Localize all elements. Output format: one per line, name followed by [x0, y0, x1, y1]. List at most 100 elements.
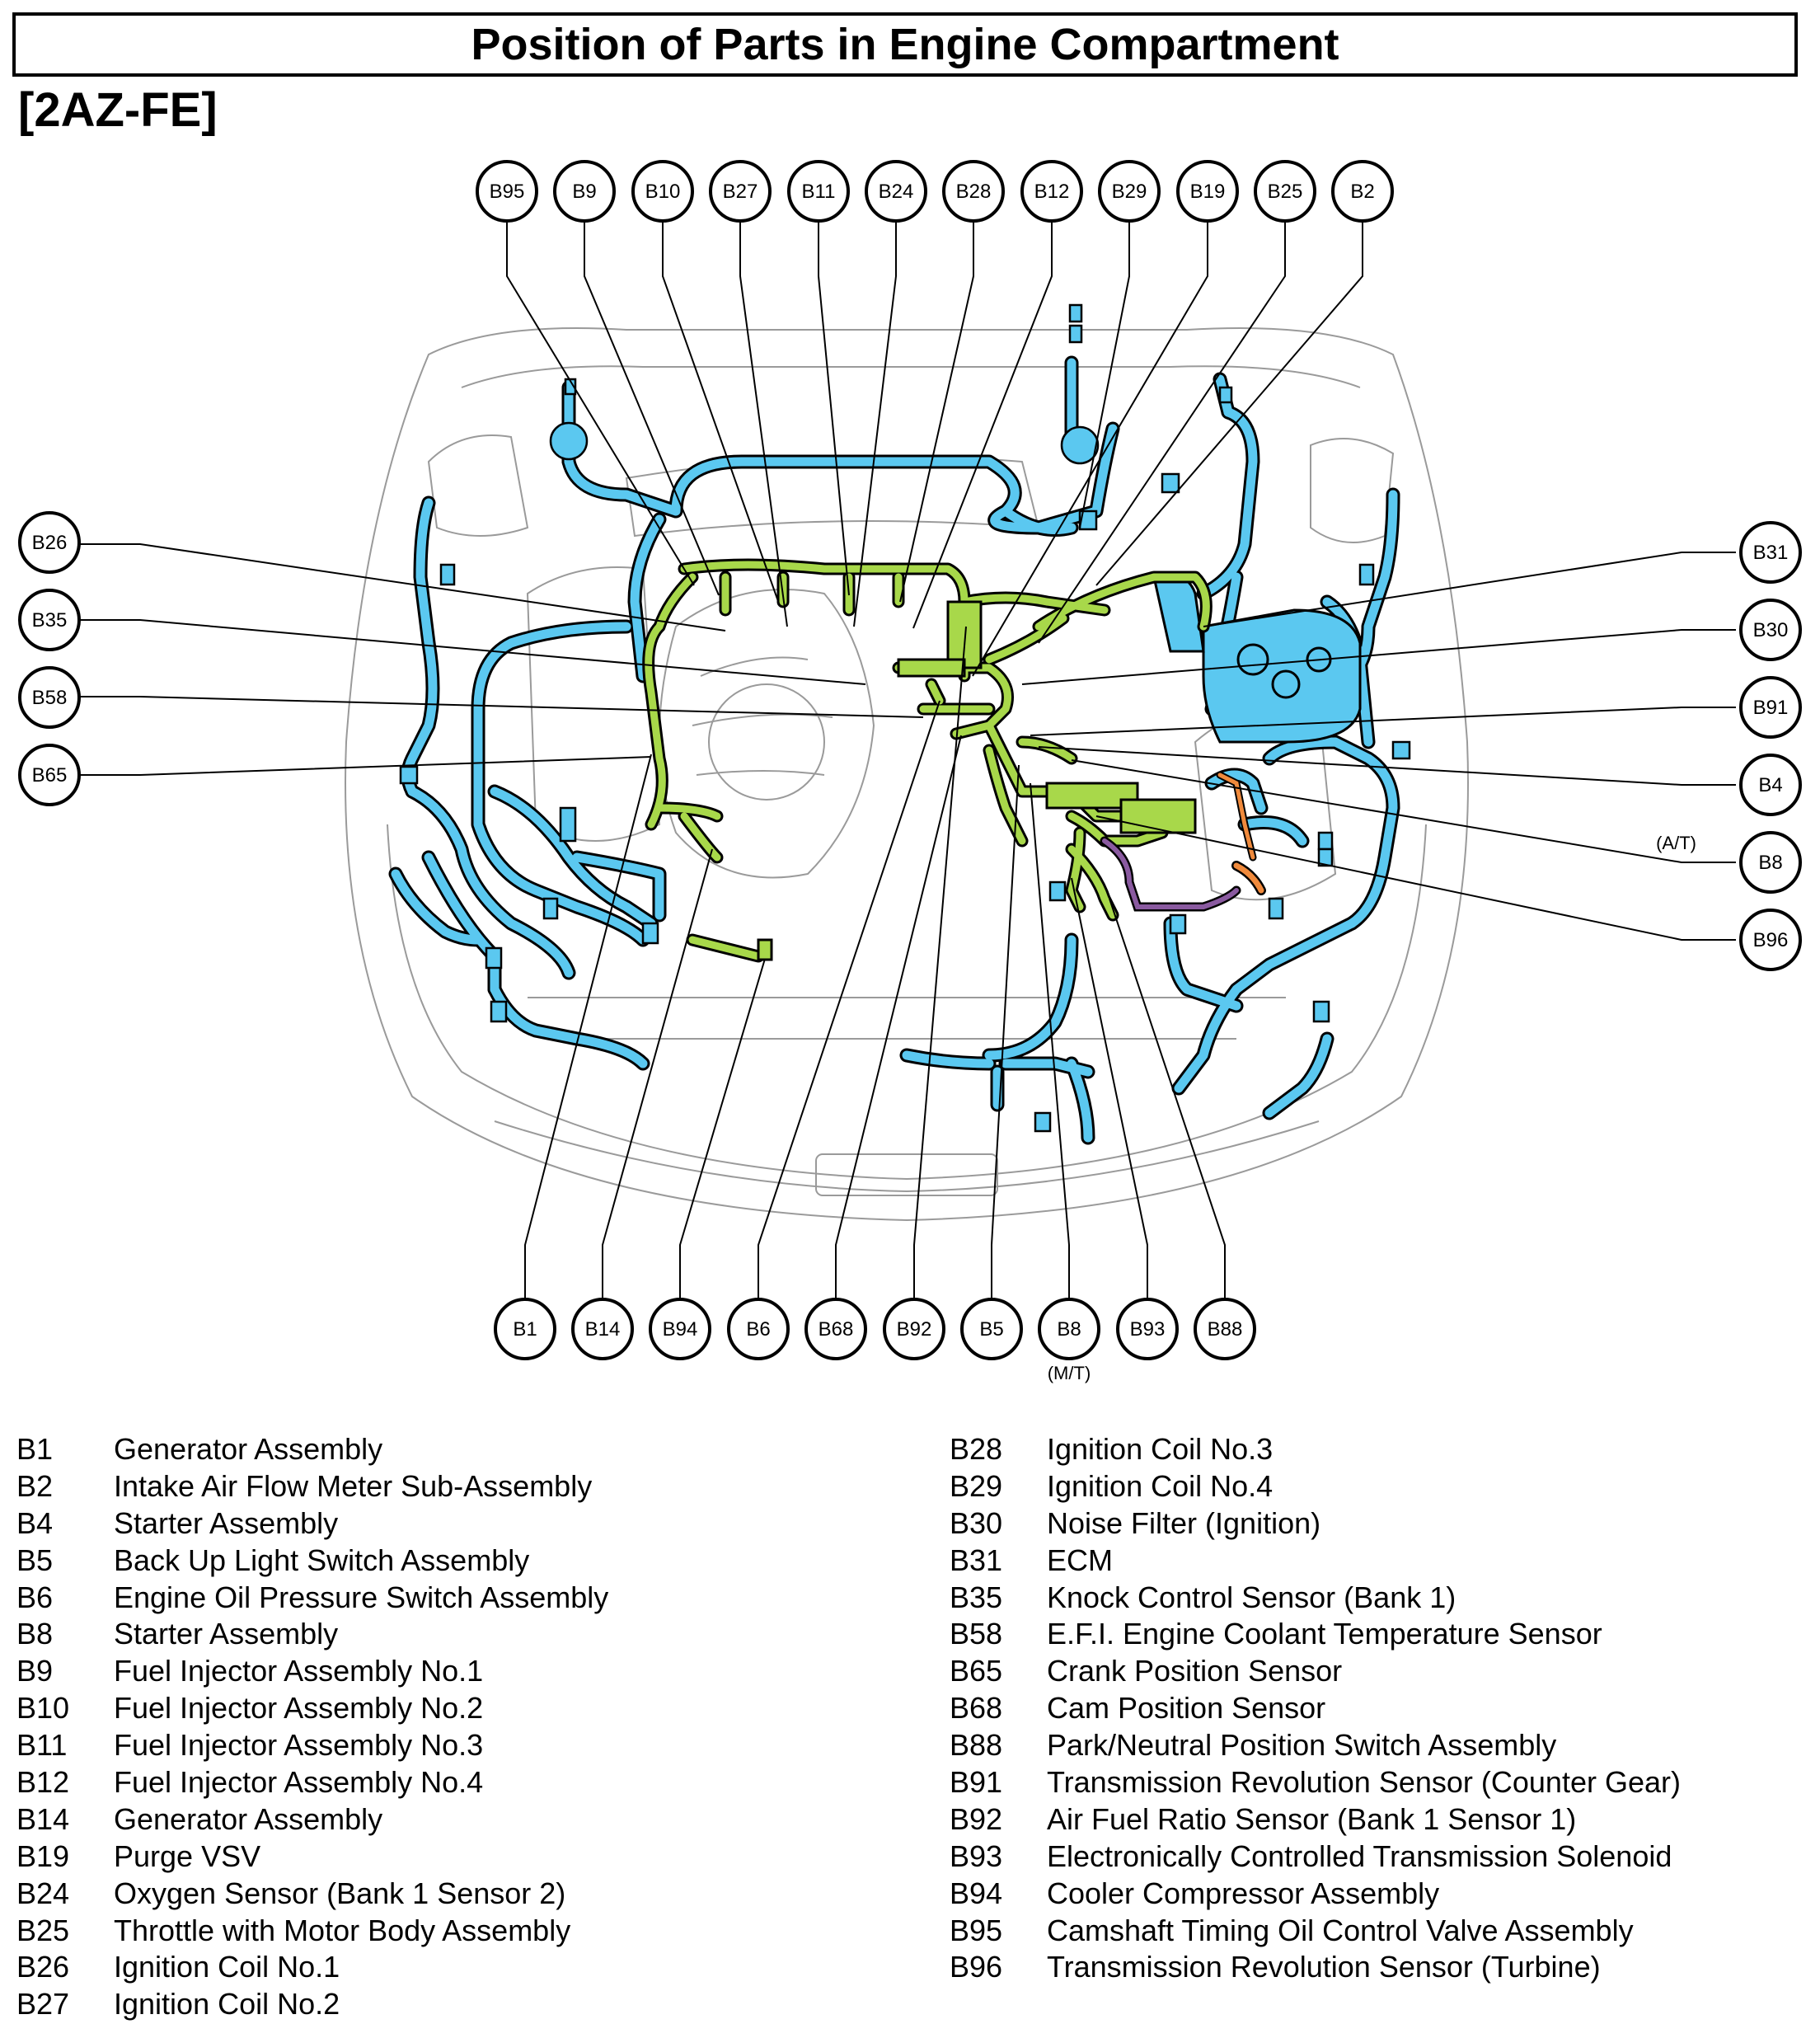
callout-circle [1020, 160, 1083, 223]
callout-circle [1176, 160, 1239, 223]
legend-part-name: Generator Assembly [114, 1432, 383, 1466]
callout-b65: B65 [18, 744, 81, 806]
legend-part-name: Purge VSV [114, 1838, 261, 1873]
legend-code: B24 [16, 1876, 70, 1910]
callout-circle [1739, 676, 1802, 739]
legend-code: B28 [950, 1432, 1003, 1466]
legend-part-name: Intake Air Flow Meter Sub-Assembly [114, 1468, 593, 1503]
legend-part-name: E.F.I. Engine Coolant Temperature Sensor [1047, 1617, 1602, 1651]
callout-label: B1 [513, 1318, 537, 1341]
legend-code: B65 [950, 1654, 1003, 1688]
legend-part-name: Crank Position Sensor [1047, 1654, 1343, 1688]
callout-circle [1739, 909, 1802, 971]
callout-circle [18, 744, 81, 806]
engine-code-subtitle: [2AZ-FE] [18, 83, 218, 137]
callout-b11: B11 [787, 160, 850, 223]
legend-code: B31 [950, 1543, 1003, 1577]
legend-row: B10 Fuel Injector Assembly No.2 [16, 1690, 923, 1727]
legend-part-name: Ignition Coil No.1 [114, 1950, 340, 1984]
callout-b93: B93 [1116, 1298, 1179, 1360]
callout-circle [804, 1298, 867, 1360]
callout-circle [1739, 831, 1802, 894]
legend-code: B92 [950, 1801, 1003, 1836]
callout-b88: B88 [1194, 1298, 1256, 1360]
manual-transmission-note: (M/T) [1048, 1363, 1091, 1383]
legend-part-name: Fuel Injector Assembly No.3 [114, 1728, 484, 1763]
legend-part-name: Electronically Controlled Transmission S… [1047, 1838, 1672, 1873]
legend-code: B88 [950, 1728, 1003, 1763]
callout-circle [18, 666, 81, 729]
legend-row: B92 Air Fuel Ratio Sensor (Bank 1 Sensor … [950, 1801, 1807, 1838]
callout-b95: B95 [476, 160, 538, 223]
callout-b9: B9 [553, 160, 616, 223]
callout-b19: B19 [1176, 160, 1239, 223]
legend-part-name: Cam Position Sensor [1047, 1691, 1326, 1726]
callout-label: B4 [1758, 774, 1782, 796]
legend-part-name: Oxygen Sensor (Bank 1 Sensor 2) [114, 1876, 566, 1910]
callout-circle [1116, 1298, 1179, 1360]
callout-label: B96 [1753, 929, 1789, 951]
legend-part-name: Park/Neutral Position Switch Assembly [1047, 1728, 1557, 1763]
callout-label: B93 [1130, 1318, 1166, 1341]
legend-part-name: Ignition Coil No.4 [1047, 1468, 1274, 1503]
callout-label: B28 [956, 181, 992, 203]
legend-row: B88 Park/Neutral Position Switch Assembly [950, 1727, 1807, 1764]
legend-code: B35 [950, 1580, 1003, 1614]
callout-label: B29 [1112, 181, 1147, 203]
legend-code: B12 [16, 1765, 70, 1800]
legend-part-name: Noise Filter (Ignition) [1047, 1505, 1321, 1540]
legend-part-name: ECM [1047, 1543, 1113, 1577]
legend-code: B11 [16, 1728, 68, 1763]
callout-circle [865, 160, 927, 223]
callout-label: B11 [802, 181, 836, 203]
legend-code: B95 [950, 1913, 1003, 1947]
legend-row: B19 Purge VSV [16, 1838, 923, 1876]
legend-part-name: Fuel Injector Assembly No.2 [114, 1691, 484, 1726]
callout-b58: B58 [18, 666, 81, 729]
callout-b27: B27 [709, 160, 772, 223]
legend-code: B30 [950, 1505, 1003, 1540]
callout-label: B27 [723, 181, 758, 203]
legend-code: B26 [16, 1950, 70, 1984]
harness-green-fill [645, 561, 1210, 960]
legend-row: B24 Oxygen Sensor (Bank 1 Sensor 2) [16, 1876, 923, 1913]
legend-code: B5 [16, 1543, 54, 1577]
callout-label: B9 [572, 181, 596, 203]
callout-b94: B94 [649, 1298, 711, 1360]
callout-label: B10 [645, 181, 681, 203]
callout-label: B31 [1753, 542, 1789, 564]
callout-b96: B96 [1739, 909, 1802, 971]
callout-circle [942, 160, 1005, 223]
legend-part-name: Transmission Revolution Sensor (Counter … [1047, 1765, 1681, 1800]
legend-code: B19 [16, 1838, 70, 1873]
callout-label: B14 [585, 1318, 621, 1341]
callout-label: B94 [663, 1318, 698, 1341]
page-title: Position of Parts in Engine Compartment [12, 12, 1798, 77]
legend-part-name: Air Fuel Ratio Sensor (Bank 1 Sensor 1) [1047, 1801, 1577, 1836]
callout-circle [883, 1298, 945, 1360]
harness-misc [1100, 771, 1266, 912]
callout-circle [553, 160, 616, 223]
callout-label: B19 [1190, 181, 1226, 203]
callout-label: B95 [490, 181, 525, 203]
leader-lines [80, 223, 1736, 1298]
callout-b4: B4 [1739, 754, 1802, 816]
callout-b25: B25 [1254, 160, 1316, 223]
legend-code: B10 [16, 1691, 70, 1726]
callout-label: B68 [819, 1318, 854, 1341]
callout-label: B88 [1208, 1318, 1243, 1341]
blue-connectors [399, 303, 1411, 1133]
